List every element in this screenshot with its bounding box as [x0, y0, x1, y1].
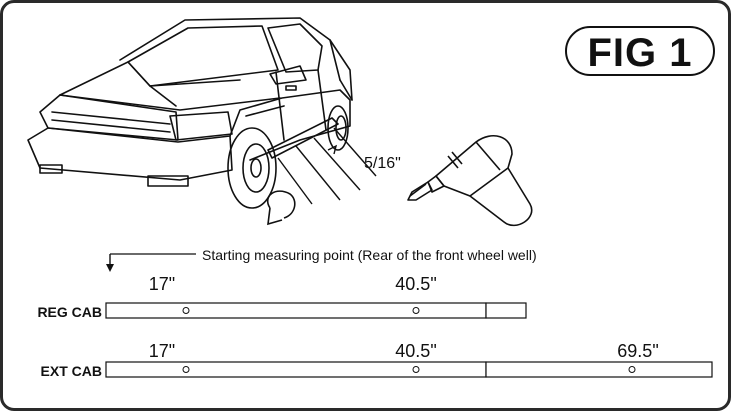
drill-hole-marker [412, 307, 420, 314]
ext-cab-label: EXT CAB [41, 363, 102, 379]
figure-badge-outline [565, 26, 715, 76]
start-point-note: Starting measuring point (Rear of the fr… [202, 247, 537, 263]
drill-hole-marker [182, 366, 190, 373]
figure-label: FIG 1 [587, 31, 692, 75]
ext-cab-board [105, 361, 487, 378]
ext-cab-board-end [485, 361, 713, 378]
ext-cab-mark-40-5: 40.5" [395, 341, 436, 361]
reg-cab-mark-17: 17" [149, 274, 175, 294]
figure-badge: FIG 1 [565, 26, 715, 76]
reg-cab-board [105, 302, 487, 319]
drill-hole-marker [412, 366, 420, 373]
drill-point-lines [277, 127, 377, 205]
ext-cab-mark-17: 17" [149, 341, 175, 361]
bit-size-label: 5/16" [364, 155, 401, 172]
truck-illustration [27, 17, 353, 209]
reg-cab-row: 17" 40.5" REG CAB [37, 274, 527, 320]
reg-cab-mark-40-5: 40.5" [395, 274, 436, 294]
ext-cab-row: 17" 40.5" 69.5" EXT CAB [41, 341, 713, 379]
reg-cab-board-end [485, 302, 527, 319]
pointer-arrowhead [327, 144, 338, 155]
drill-hole-marker [628, 366, 636, 373]
drill-icon [407, 134, 533, 227]
pointer-line [333, 127, 377, 177]
pointer-line [313, 137, 361, 191]
ext-cab-mark-69-5: 69.5" [617, 341, 658, 361]
pointer-line [277, 157, 313, 205]
down-arrow-icon [106, 264, 114, 272]
reg-cab-label: REG CAB [37, 304, 102, 320]
drill-hole-marker [182, 307, 190, 314]
start-point-callout: Starting measuring point (Rear of the fr… [106, 247, 537, 272]
pointer-line [295, 145, 341, 201]
rotation-arrow [266, 190, 296, 226]
